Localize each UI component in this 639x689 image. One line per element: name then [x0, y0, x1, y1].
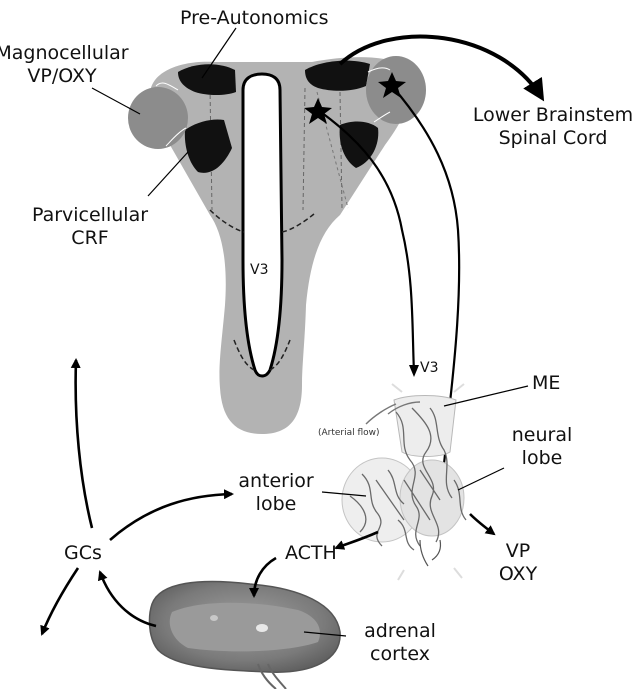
axon-terminal	[409, 365, 419, 377]
gcs-feedback-arrow-up	[76, 360, 92, 528]
me-label: ME	[532, 372, 560, 395]
gcs-to-periphery-arrow	[42, 568, 78, 634]
neural-lobe-label-line1: neural	[494, 424, 590, 447]
v3-pituitary-label: V3	[420, 360, 438, 376]
third-ventricle	[243, 74, 282, 376]
adrenal-cortex-label-line2: cortex	[350, 643, 450, 666]
lower-brainstem-label: Lower Brainstem Spinal Cord	[468, 104, 638, 150]
anterior-lobe-label-line1: anterior	[228, 470, 324, 493]
lower-brainstem-label-line1: Lower Brainstem	[468, 104, 638, 127]
magnocellular-label-line2: VP/OXY	[0, 65, 132, 88]
parvicellular-label-line1: Parvicellular	[20, 204, 160, 227]
parvicellular-label: Parvicellular CRF	[20, 204, 160, 250]
neural-lobe-to-vp-oxy-arrow	[470, 514, 494, 534]
gcs-to-anterior-lobe-arrow	[110, 494, 232, 540]
acth-label: ACTH	[285, 542, 337, 565]
hypothalamus	[150, 57, 413, 434]
arterial-flow-label: (Arterial flow)	[318, 428, 380, 439]
magnocellular-nucleus-left	[128, 87, 188, 149]
adrenal-cortex-label: adrenal cortex	[350, 620, 450, 666]
magnocellular-label-line1: Magnocellular	[0, 42, 132, 65]
neural-lobe-label-line2: lobe	[494, 447, 590, 470]
pituitary	[342, 384, 466, 580]
neural-lobe-leader	[458, 468, 504, 490]
gcs-label: GCs	[64, 542, 102, 565]
neural-lobe-label: neural lobe	[494, 424, 590, 470]
parvicellular-leader	[148, 152, 188, 196]
anterior-lobe-label: anterior lobe	[228, 470, 324, 516]
magnocellular-leader	[92, 88, 140, 114]
parvicellular-label-line2: CRF	[20, 227, 160, 250]
lower-brainstem-label-line2: Spinal Cord	[468, 127, 638, 150]
magnocellular-label: Magnocellular VP/OXY	[0, 42, 132, 88]
vp-oxy-label-line2: OXY	[486, 563, 550, 586]
adrenal-cortex-label-line1: adrenal	[350, 620, 450, 643]
pre-autonomics-label: Pre-Autonomics	[180, 7, 329, 30]
v3-hypothalamus-label: V3	[250, 262, 268, 278]
posterior-pituitary-vessels	[420, 540, 441, 566]
adrenal-gland	[150, 581, 341, 689]
vp-oxy-label: VP OXY	[486, 540, 550, 586]
adrenal-medulla	[170, 603, 320, 652]
neural-lobe-shape	[400, 460, 464, 536]
vp-oxy-label-line1: VP	[486, 540, 550, 563]
adrenal-to-gcs-arrow	[100, 572, 156, 626]
anterior-lobe-label-line2: lobe	[228, 493, 324, 516]
